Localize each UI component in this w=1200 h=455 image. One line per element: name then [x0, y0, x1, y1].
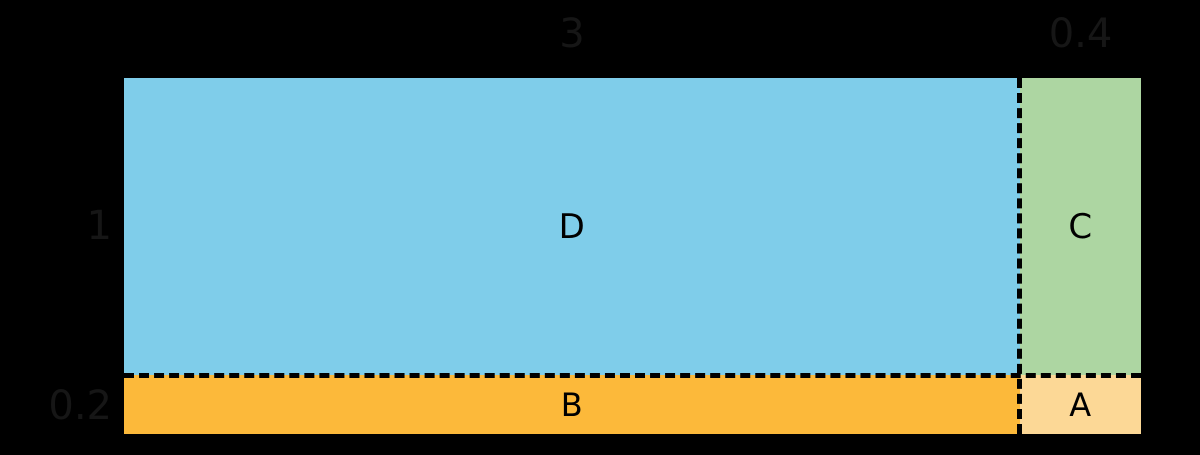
top-axis-label-column-0: 3 [559, 11, 585, 57]
mosaic-cell-label-b: B [560, 385, 584, 424]
left-axis-label-row-0: 1 [86, 203, 112, 249]
mosaic-plot: D C B A [124, 78, 1141, 434]
mosaic-cell-b[interactable]: B [124, 375, 1020, 434]
left-axis-label-row-1: 0.2 [48, 383, 112, 429]
mosaic-cell-label-c: C [1068, 206, 1093, 247]
mosaic-cell-label-a: A [1069, 385, 1092, 424]
mosaic-cell-d[interactable]: D [124, 78, 1020, 375]
vertical-dashed-separator [1017, 78, 1022, 434]
mosaic-cell-c[interactable]: C [1020, 78, 1141, 375]
mosaic-cell-a[interactable]: A [1020, 375, 1141, 434]
horizontal-dashed-separator [124, 373, 1141, 378]
top-axis-label-column-1: 0.4 [1048, 11, 1113, 57]
mosaic-cell-label-d: D [558, 206, 586, 247]
